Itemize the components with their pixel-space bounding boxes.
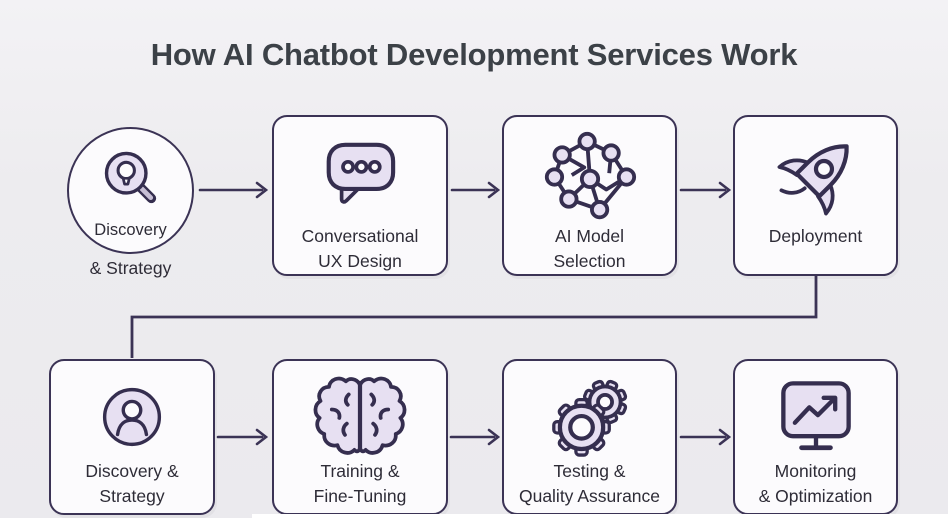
- gears-icon: [551, 379, 627, 457]
- brain-icon: [313, 376, 407, 455]
- monitor-chart-icon: [780, 381, 851, 451]
- step-node-discovery-strategy: Discovery: [67, 127, 194, 254]
- step-label: Deployment: [768, 226, 863, 246]
- rocket-icon: [777, 144, 849, 216]
- step-card-training-fine-tuning: Training & Fine-Tuning: [272, 359, 448, 515]
- step-label: Conversational UX Design: [301, 226, 419, 271]
- icon-box: [735, 129, 896, 225]
- icon-box: [274, 129, 446, 225]
- step-card-ai-model-selection: AI Model Selection: [502, 115, 677, 276]
- step-card-deployment: Deployment: [733, 115, 898, 276]
- step-card-conversational-ux-design: Conversational UX Design: [272, 115, 448, 276]
- icon-box: [504, 129, 675, 225]
- step-label: Discovery: [94, 221, 167, 239]
- icon-box: [274, 371, 446, 463]
- page-title: How AI Chatbot Development Services Work: [150, 37, 798, 72]
- neural-network-icon: [544, 131, 636, 220]
- step-label: AI Model Selection: [553, 226, 626, 271]
- step-card-testing-quality-assurance: Testing & Quality Assurance: [502, 359, 677, 515]
- user-icon: [102, 387, 162, 447]
- step-label: Monitoring & Optimization: [758, 461, 873, 506]
- icon-box: [504, 371, 675, 463]
- icon-box: [51, 371, 213, 463]
- step-label: Discovery & Strategy: [85, 461, 179, 506]
- magnifying-glass-lightbulb-icon: [104, 151, 156, 204]
- step-label: Training & Fine-Tuning: [313, 461, 407, 506]
- icon-box: [69, 142, 192, 218]
- icon-box: [735, 371, 896, 463]
- step-label: Testing & Quality Assurance: [518, 461, 661, 506]
- step-label-below: & Strategy: [89, 258, 172, 278]
- bottom-edge-artifact: [252, 514, 948, 518]
- chat-bubble-icon: [326, 142, 396, 204]
- step-card-monitoring-optimization: Monitoring & Optimization: [733, 359, 898, 515]
- step-card-discovery-strategy: Discovery & Strategy: [49, 359, 215, 515]
